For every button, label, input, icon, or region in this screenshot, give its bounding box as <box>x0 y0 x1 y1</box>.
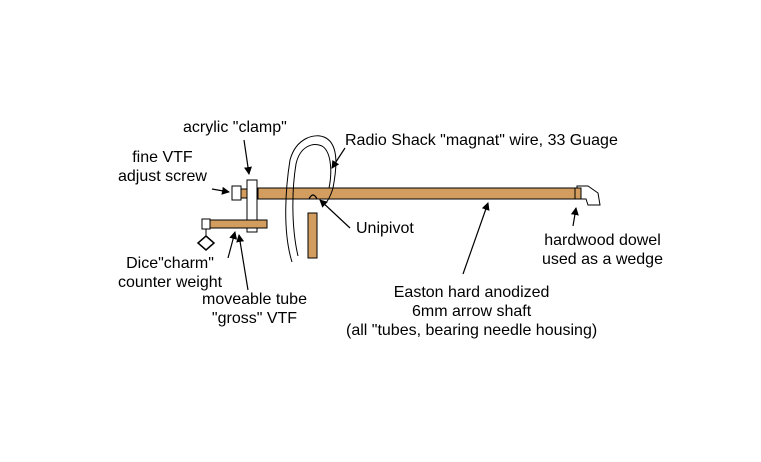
acrylic-clamp-arrow <box>243 139 252 175</box>
acrylic-clamp <box>246 179 258 233</box>
unipivot-label: Unipivot <box>356 220 414 237</box>
fine-vtf-label-line2: adjust screw <box>118 168 207 185</box>
hardwood-dowel-label-line2: used as a wedge <box>542 251 663 268</box>
fine-vtf-screw <box>231 185 242 201</box>
easton-shaft-label-line3: (all "tubes, bearing needle housing) <box>346 322 598 339</box>
arrow-shaft-tube <box>256 187 578 200</box>
hardwood-dowel-wedge <box>574 187 582 200</box>
radio-shack-wire-label: Radio Shack "magnat" wire, 33 Guage <box>345 132 618 149</box>
easton-shaft-arrow <box>462 202 490 275</box>
fine-vtf-label: fine VTF adjust screw <box>118 148 207 186</box>
easton-shaft-label-line2: 6mm arrow shaft <box>412 303 532 320</box>
pivot-post <box>307 212 318 259</box>
unipivot-arrow <box>319 199 351 229</box>
tonearm-wire-inner <box>292 144 332 257</box>
hardwood-dowel-arrow <box>570 207 579 227</box>
dice-charm-label-line1: Dice"charm" <box>126 255 214 272</box>
moveable-tube-end <box>201 218 211 230</box>
fine-vtf-label-line1: fine VTF <box>132 149 193 166</box>
dice-charm-counterweight <box>196 235 216 251</box>
moveable-tube <box>202 219 268 229</box>
easton-shaft-label-line1: Easton hard anodized <box>393 284 550 301</box>
dice-charm-label: Dice"charm" counter weight <box>118 254 222 292</box>
radio-shack-wire-arrow <box>331 147 346 169</box>
moveable-tube-arrow <box>236 234 249 291</box>
unipivot-bearing <box>308 194 318 200</box>
fine-vtf-arrow <box>211 186 230 195</box>
moveable-tube-label: moveable tube "gross" VTF <box>202 290 307 328</box>
acrylic-clamp-label: acrylic "clamp" <box>183 119 287 136</box>
tonearm-wire <box>285 135 337 263</box>
moveable-tube-label-line1: moveable tube <box>202 291 307 308</box>
easton-shaft-label: Easton hard anodized 6mm arrow shaft (al… <box>346 283 597 340</box>
moveable-tube-label-line2: "gross" VTF <box>211 310 298 327</box>
hardwood-dowel-label: hardwood dowel used as a wedge <box>542 231 663 269</box>
hardwood-dowel-label-line1: hardwood dowel <box>544 232 661 249</box>
dice-charm-label-line2: counter weight <box>118 274 223 291</box>
dice-charm-arrow <box>227 231 238 259</box>
